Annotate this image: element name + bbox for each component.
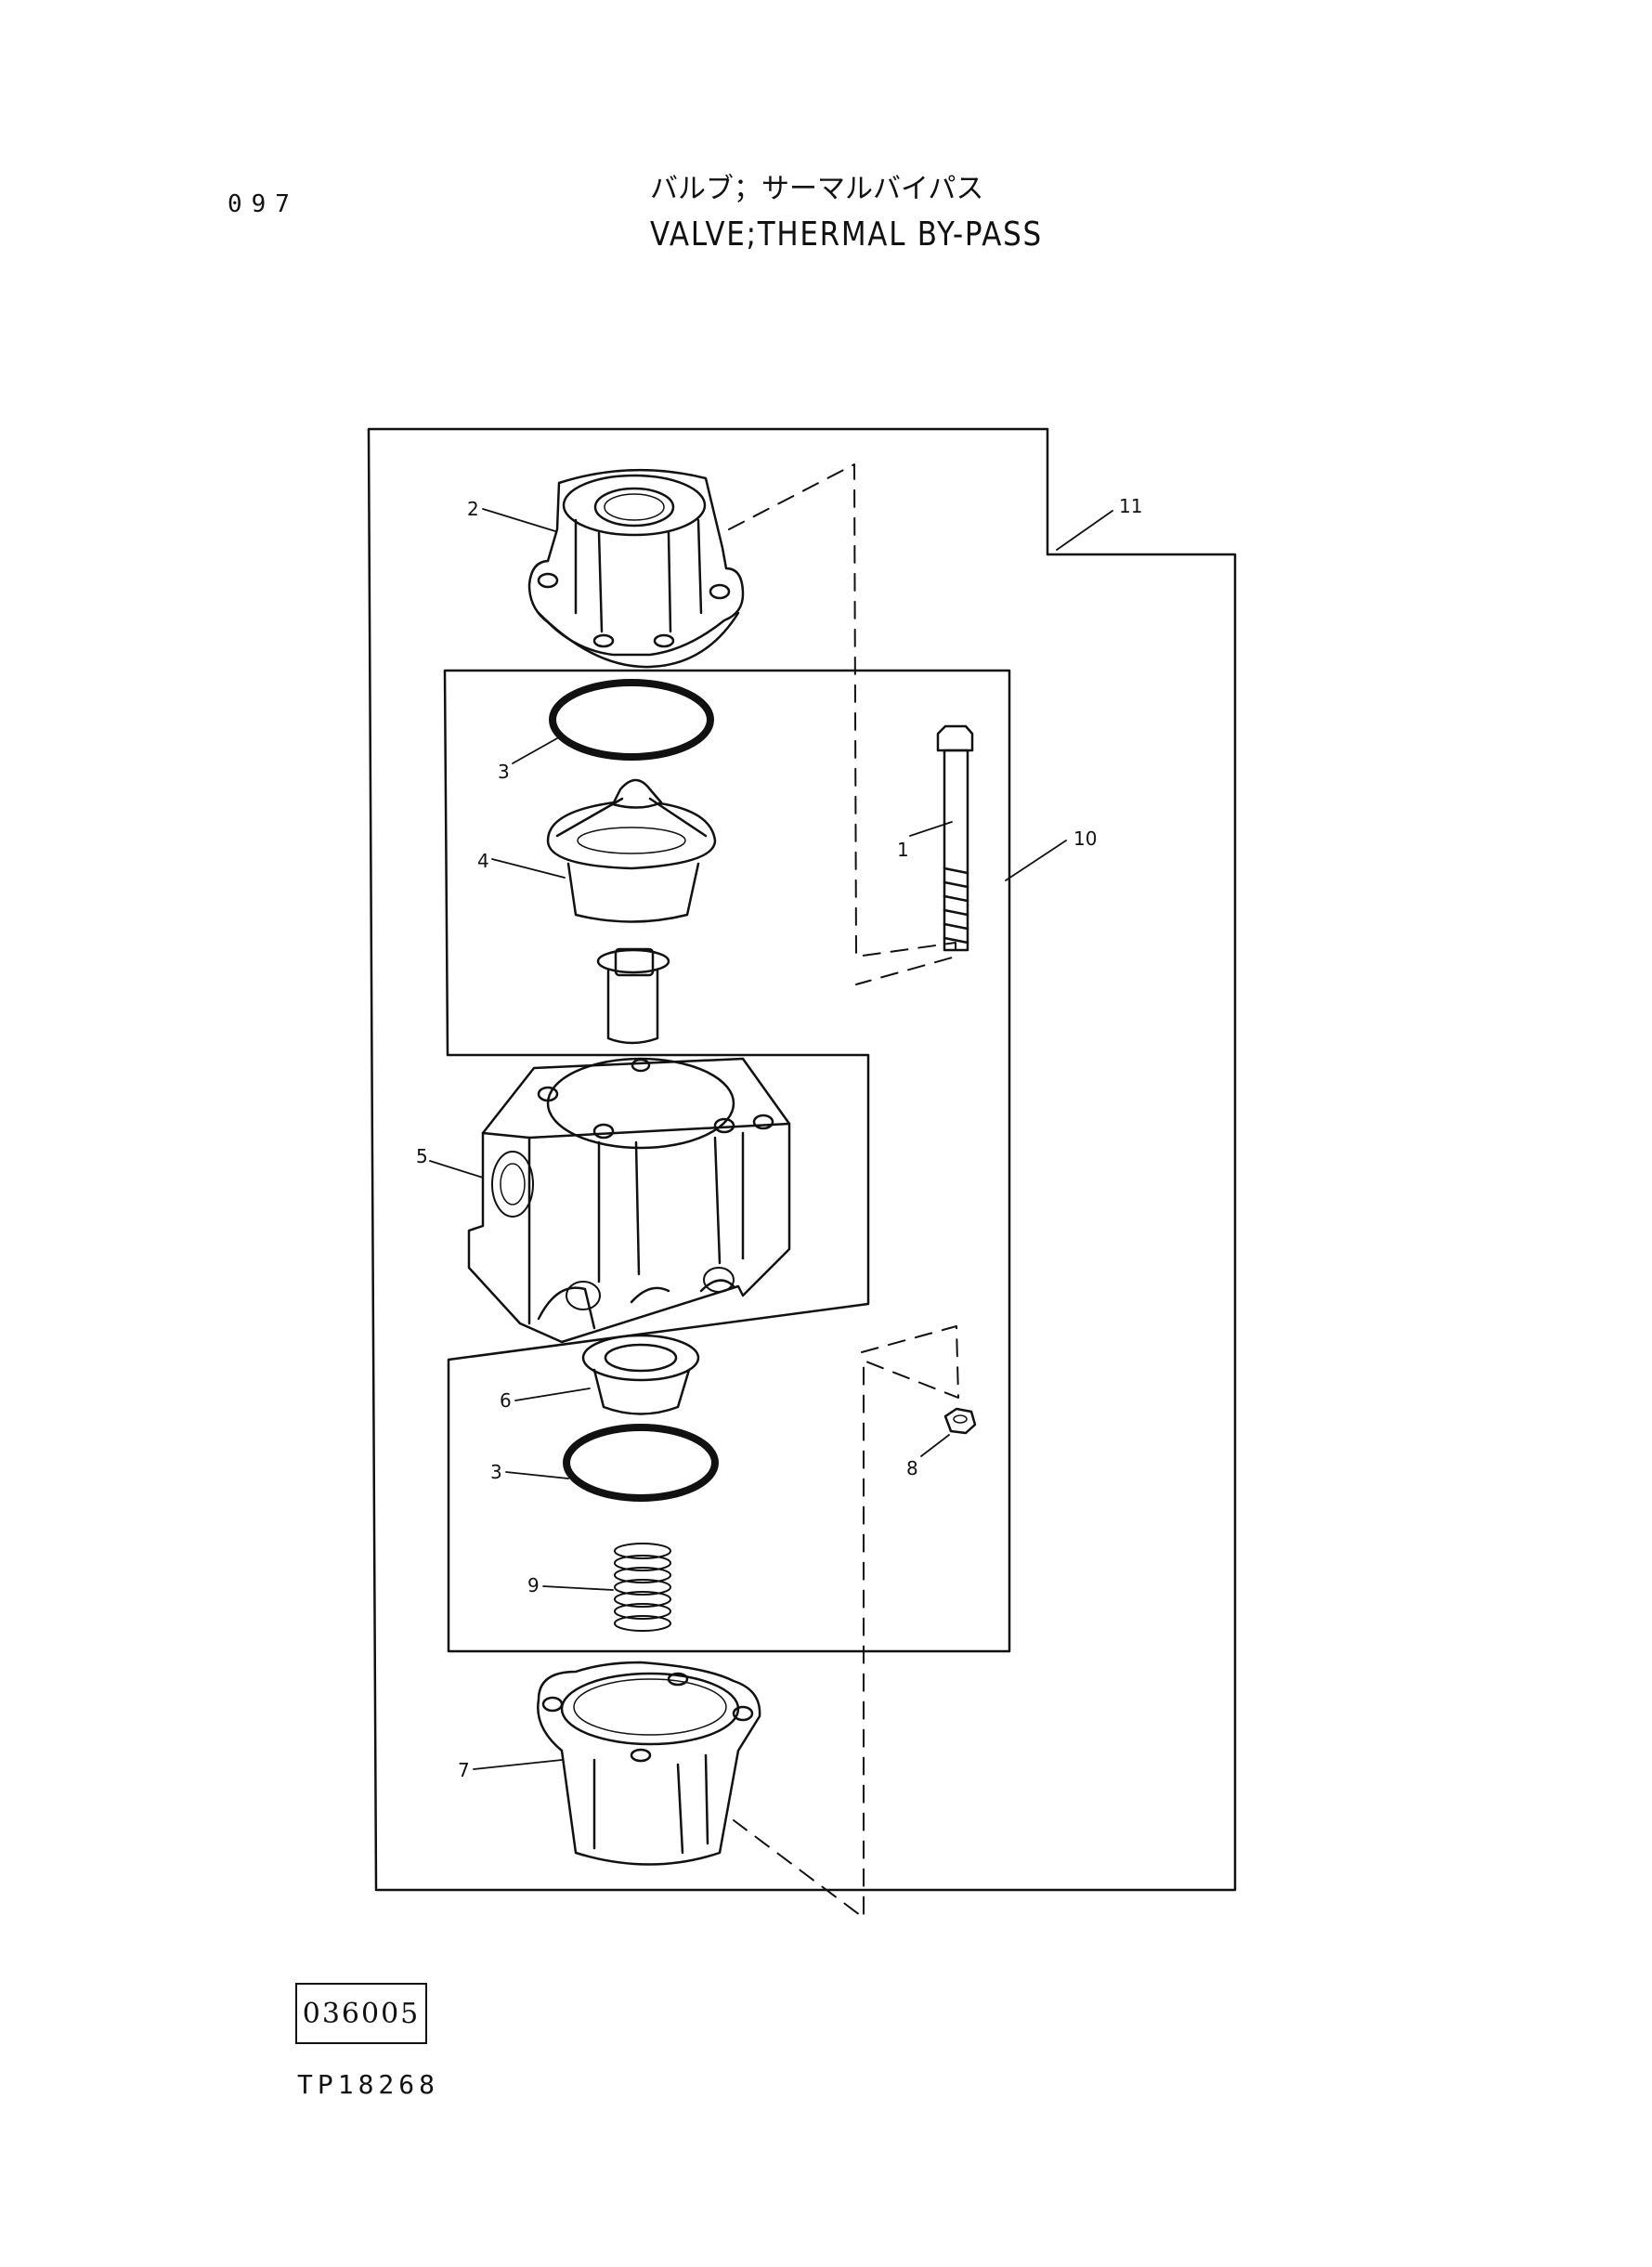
alignment-dashed-line-lower xyxy=(733,1325,959,1919)
leader-line-9 xyxy=(542,1585,614,1591)
callout-5: 5 xyxy=(416,1145,428,1167)
callout-10: 10 xyxy=(1073,827,1097,850)
page-number: 097 xyxy=(228,190,299,218)
part-9-spring xyxy=(614,1543,671,1632)
title-english: VALVE;THERMAL BY-PASS xyxy=(650,215,1043,254)
leader-line-10 xyxy=(1005,840,1067,881)
callout-11: 11 xyxy=(1119,495,1142,517)
part-8-nut xyxy=(943,1407,977,1435)
leader-line-3-upper xyxy=(512,737,558,764)
subassembly-outline-10 xyxy=(443,669,1011,1653)
callout-6: 6 xyxy=(500,1389,512,1412)
callout-7: 7 xyxy=(458,1759,470,1781)
leader-line-2 xyxy=(482,508,556,532)
part-7-bottom-cover xyxy=(537,1661,761,1866)
title-japanese: バルブ；サーマルバイパス xyxy=(650,173,984,205)
callout-1: 1 xyxy=(897,839,909,861)
callout-3-lower: 3 xyxy=(490,1461,502,1483)
part-3-o-ring-lower xyxy=(563,1424,719,1502)
callout-3-upper: 3 xyxy=(498,761,510,783)
leader-line-8 xyxy=(920,1434,950,1457)
reference-code-box: 036005 xyxy=(295,1983,427,2044)
alignment-dashed-line-upper xyxy=(728,463,956,985)
leader-line-11 xyxy=(1056,510,1113,551)
leader-line-5 xyxy=(429,1160,484,1179)
callout-9: 9 xyxy=(527,1574,540,1596)
part-4-thermostat xyxy=(546,778,717,1045)
leader-line-6 xyxy=(514,1388,591,1401)
part-1-bolt xyxy=(936,724,974,952)
leader-line-3-lower xyxy=(505,1471,569,1479)
leader-line-4 xyxy=(491,858,566,879)
part-2-top-housing xyxy=(527,468,745,669)
callout-4: 4 xyxy=(477,850,489,872)
drawing-code: TP18268 xyxy=(297,2069,440,2100)
assembly-outline-11 xyxy=(367,427,1237,1892)
leader-line-1 xyxy=(909,821,953,837)
reference-code: 036005 xyxy=(302,1997,421,2030)
part-5-valve-body xyxy=(467,1057,791,1344)
leader-line-7 xyxy=(473,1759,563,1770)
part-6-valve-cup xyxy=(581,1334,700,1415)
callout-8: 8 xyxy=(906,1457,918,1479)
callout-2: 2 xyxy=(467,498,479,520)
part-3-o-ring-upper xyxy=(549,679,714,761)
